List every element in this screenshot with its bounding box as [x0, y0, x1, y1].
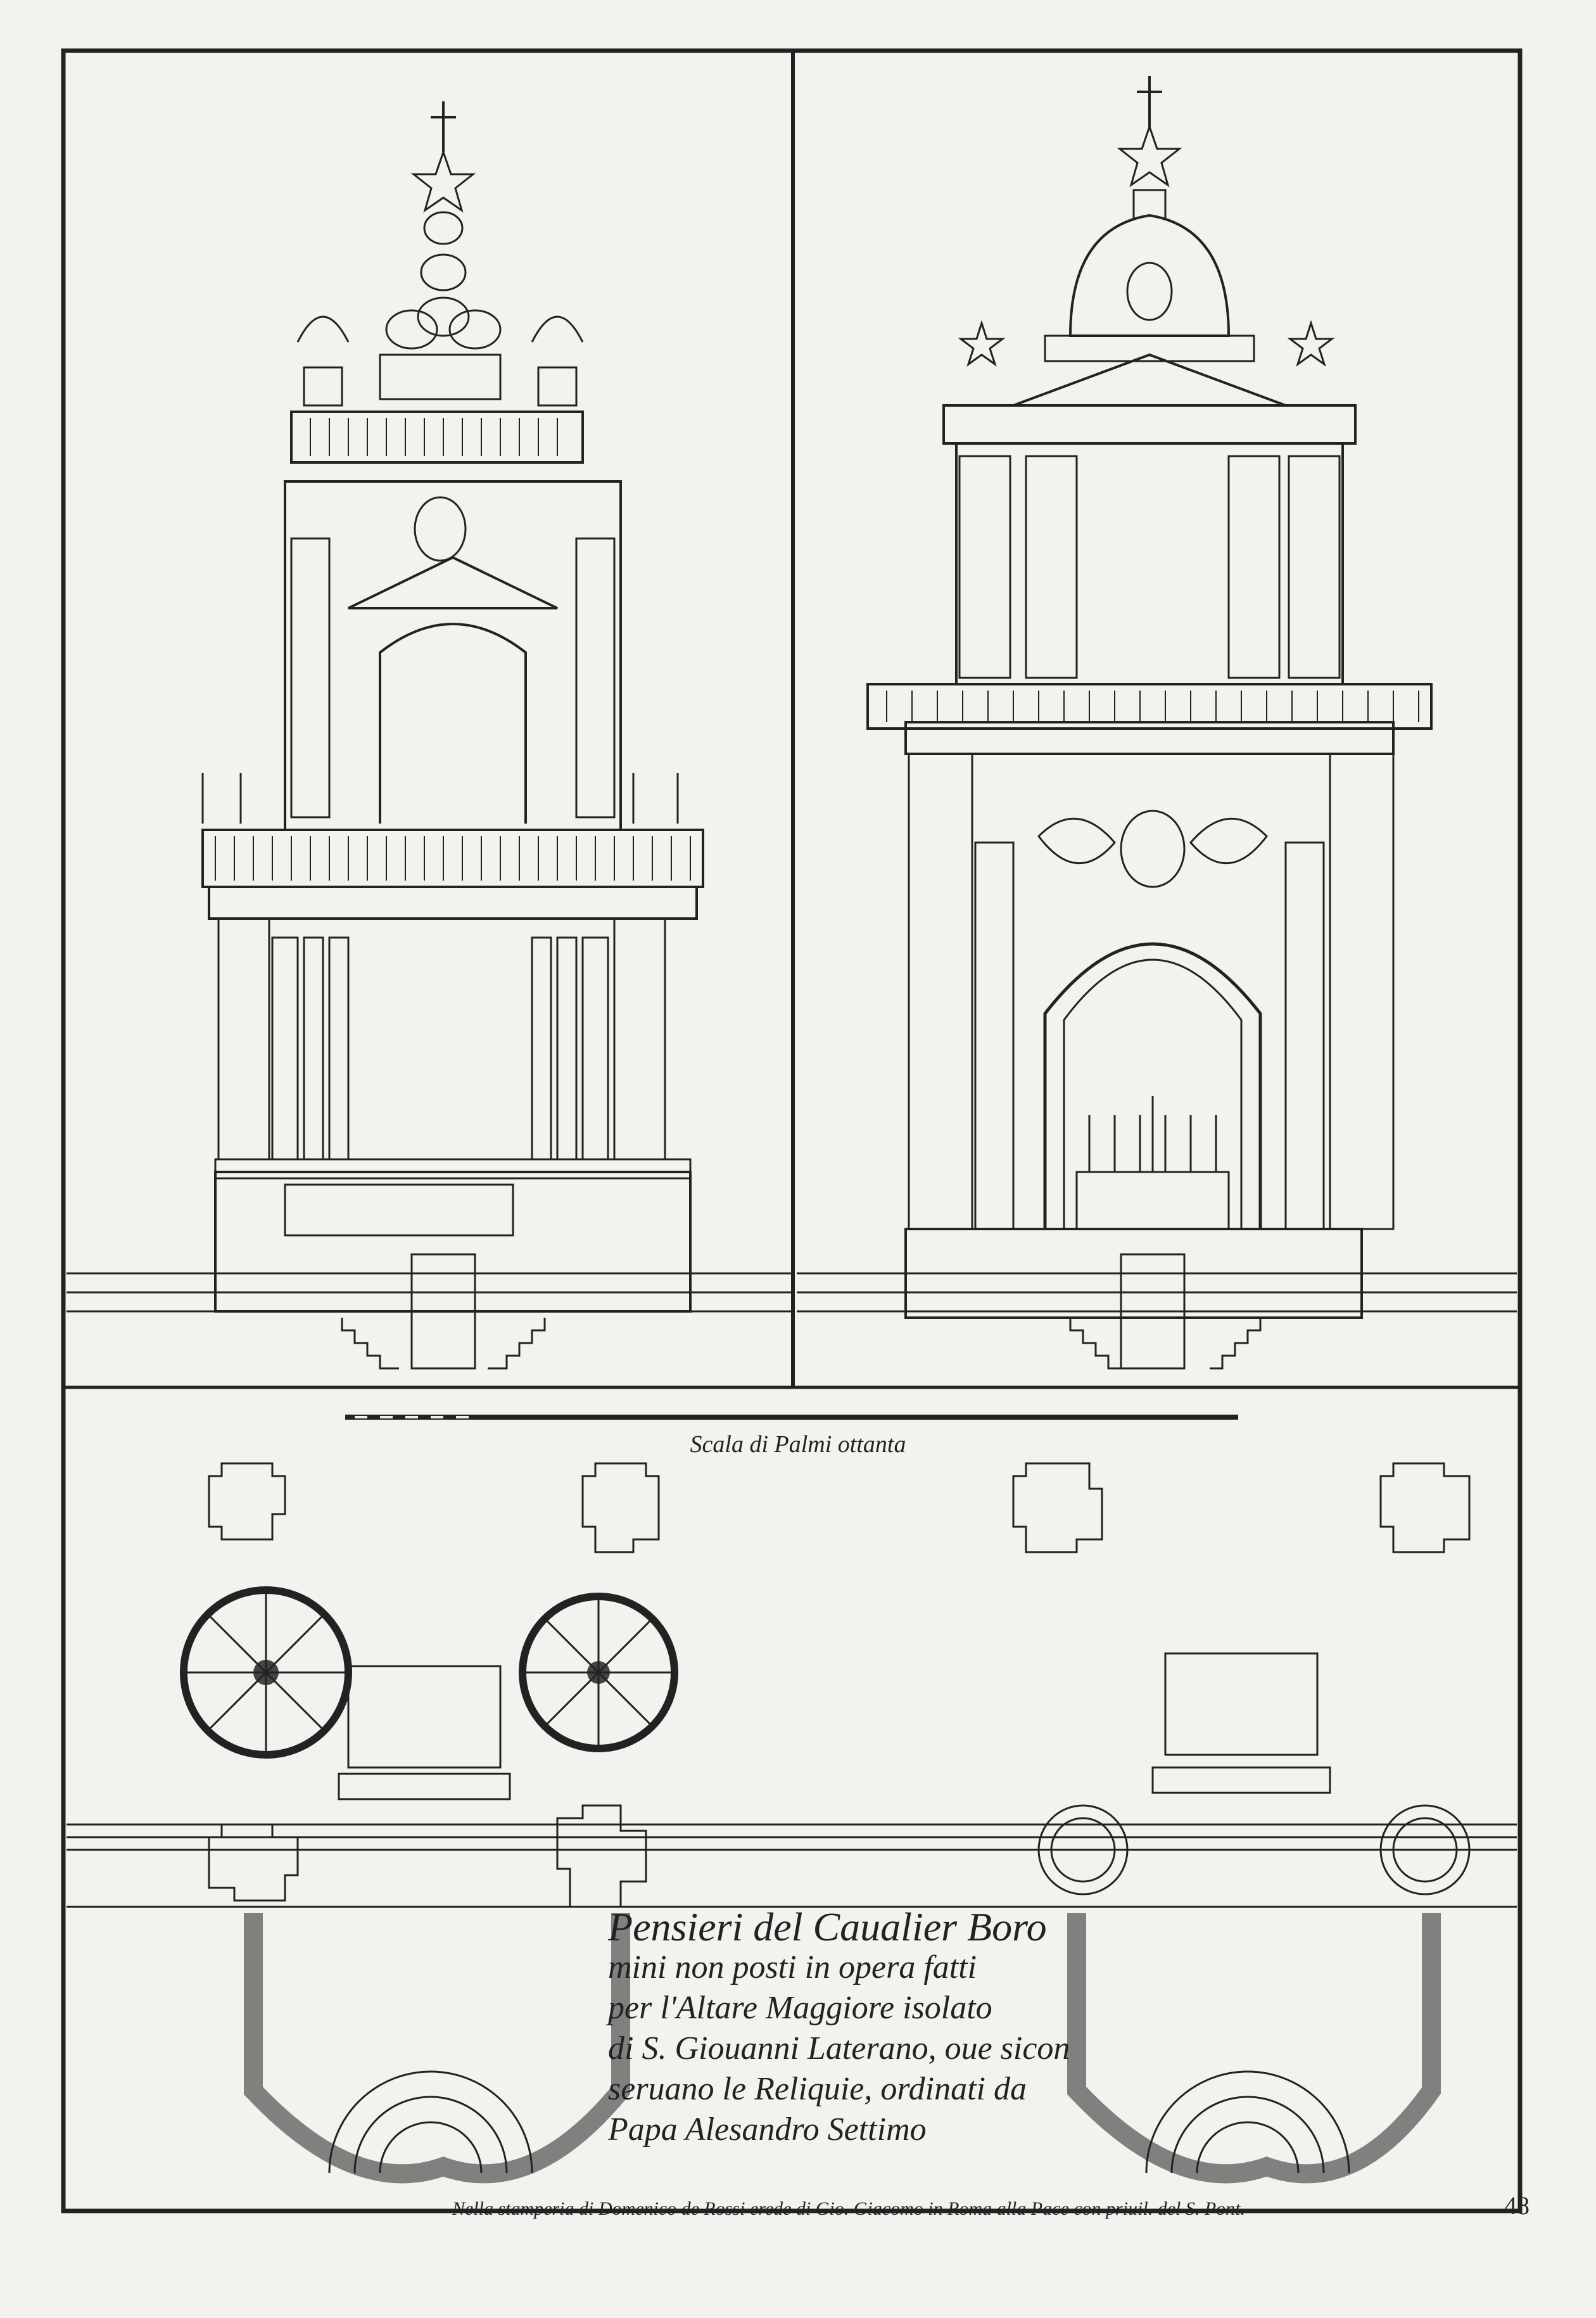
title-line: per l'Altare Maggiore isolato [608, 1990, 992, 2026]
title-line: mini non posti in opera fatti [608, 1949, 977, 1985]
title-line: di S. Giouanni Laterano, oue sicon [608, 2030, 1070, 2066]
scale-label: Scala di Palmi ottanta [690, 1431, 906, 1458]
plate-title: Pensieri del Caualier Boro mini non post… [608, 1907, 1102, 2150]
left-door [410, 1253, 476, 1370]
right-door [1120, 1253, 1186, 1370]
left-altar-plan [180, 1462, 678, 2184]
plate-number: 48 [1504, 2191, 1530, 2220]
scale-bar [345, 1415, 1238, 1420]
right-altar-elevation [797, 76, 1517, 1370]
title-line: Pensieri del Caualier Boro [608, 1904, 1047, 1949]
title-line: Papa Alesandro Settimo [608, 2111, 927, 2148]
left-altar-elevation [66, 101, 792, 1370]
publisher-imprint: Nella stamperia di Domenico de Rossi ere… [452, 2198, 1246, 2219]
title-line: seruano le Reliquie, ordinati da [608, 2071, 1027, 2107]
